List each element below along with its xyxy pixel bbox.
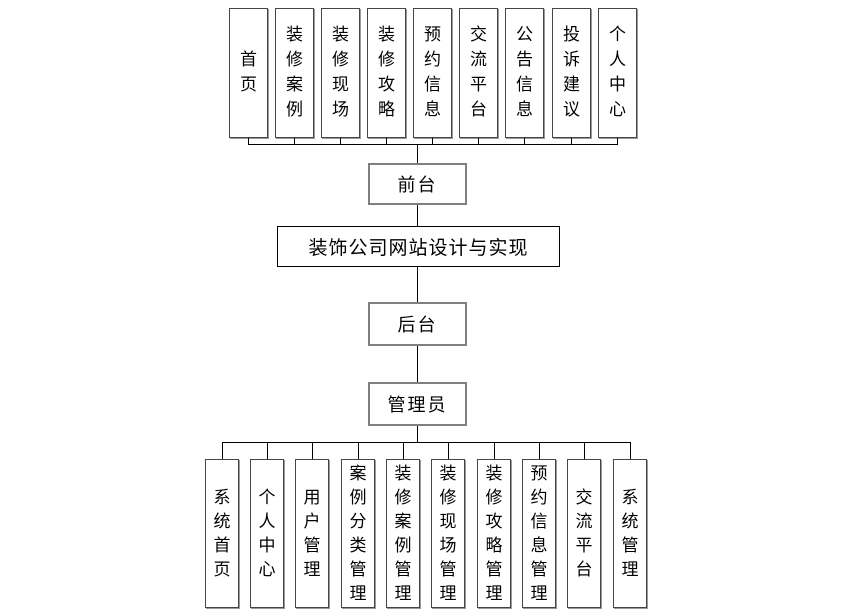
connector-line [417, 267, 418, 302]
connector-line [571, 138, 572, 145]
page-title-box: 装饰公司网站设计与实现 [277, 226, 560, 267]
back-module-box: 用户管理 [295, 459, 329, 608]
front-module-box: 首页 [229, 8, 268, 138]
front-box: 前台 [368, 163, 467, 205]
connector-line [617, 138, 618, 145]
connector-line [417, 426, 418, 443]
connector-line [448, 442, 449, 459]
connector-line [478, 138, 479, 145]
back-branch-line [222, 442, 631, 443]
back-module-box: 装修攻略管理 [477, 459, 511, 608]
back-module-box: 装修现场管理 [431, 459, 465, 608]
back-box: 后台 [368, 302, 467, 346]
connector-line [222, 442, 223, 459]
connector-line [432, 138, 433, 145]
back-module-box: 预约信息管理 [522, 459, 556, 608]
connector-line [584, 442, 585, 459]
back-module-box: 装修案例管理 [386, 459, 420, 608]
front-branch-line [248, 144, 618, 145]
connector-line [417, 144, 418, 163]
front-module-box: 装修现场 [321, 8, 360, 138]
admin-box: 管理员 [368, 382, 467, 426]
connector-line [539, 442, 540, 459]
front-module-box: 个人中心 [598, 8, 637, 138]
connector-line [340, 138, 341, 145]
back-module-box: 系统管理 [613, 459, 647, 608]
front-module-box: 公告信息 [505, 8, 544, 138]
back-module-box: 交流平台 [567, 459, 601, 608]
front-module-box: 交流平台 [459, 8, 498, 138]
front-module-box: 装修案例 [275, 8, 314, 138]
connector-line [248, 138, 249, 145]
front-module-box: 预约信息 [413, 8, 452, 138]
back-module-box: 个人中心 [250, 459, 284, 608]
connector-line [494, 442, 495, 459]
connector-line [417, 346, 418, 382]
connector-line [524, 138, 525, 145]
connector-line [403, 442, 404, 459]
connector-line [294, 138, 295, 145]
connector-line [358, 442, 359, 459]
connector-line [386, 138, 387, 145]
connector-line [267, 442, 268, 459]
connector-line [630, 442, 631, 459]
connector-line [417, 205, 418, 226]
back-module-box: 案例分类管理 [341, 459, 375, 608]
connector-line [312, 442, 313, 459]
front-module-box: 投诉建议 [552, 8, 591, 138]
back-module-box: 系统首页 [205, 459, 239, 608]
front-module-box: 装修攻略 [367, 8, 406, 138]
